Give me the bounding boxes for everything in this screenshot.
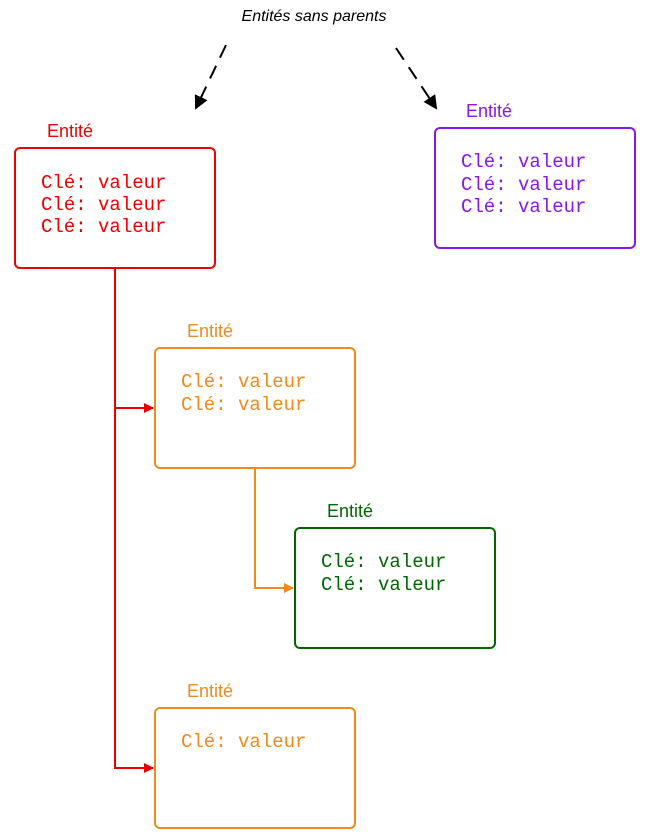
entity-child-1-line-1: Clé: valeur xyxy=(181,371,306,393)
entity-root-title: Entité xyxy=(47,121,93,141)
entity-child-1-line-2: Clé: valeur xyxy=(181,394,306,416)
entity-grandchild-box xyxy=(294,527,496,649)
entity-grandchild-line-2: Clé: valeur xyxy=(321,574,446,596)
entity-orphan-line-1: Clé: valeur xyxy=(461,151,586,173)
entity-child-2-line-1: Clé: valeur xyxy=(181,731,306,753)
entity-orphan-box xyxy=(434,127,636,249)
dashed-arrow-right xyxy=(395,47,438,110)
entity-orphan-line-3: Clé: valeur xyxy=(461,196,586,218)
entity-child-2-title: Entité xyxy=(187,681,233,701)
entity-root-box xyxy=(14,147,216,269)
entity-orphan: Entité Clé: valeur Clé: valeur Clé: vale… xyxy=(434,101,636,249)
entity-child-1-title: Entité xyxy=(187,321,233,341)
connector-root-to-child2 xyxy=(114,400,154,773)
entity-root: Entité Clé: valeur Clé: valeur Clé: vale… xyxy=(14,121,216,269)
entity-child-1: Entité Clé: valeur Clé: valeur xyxy=(154,321,356,469)
entity-grandchild: Entité Clé: valeur Clé: valeur xyxy=(294,501,496,649)
entity-grandchild-line-1: Clé: valeur xyxy=(321,551,446,573)
entity-child-2: Entité Clé: valeur xyxy=(154,681,356,829)
entity-root-line-3: Clé: valeur xyxy=(41,216,166,238)
entity-root-line-1: Clé: valeur xyxy=(41,172,166,194)
entity-orphan-line-2: Clé: valeur xyxy=(461,174,586,196)
entity-orphan-title: Entité xyxy=(466,101,512,121)
entity-child-2-box xyxy=(154,707,356,829)
entity-grandchild-title: Entité xyxy=(327,501,373,521)
connector-root-to-child1 xyxy=(114,268,154,413)
entity-child-1-box xyxy=(154,347,356,469)
dashed-arrow-left xyxy=(194,44,227,110)
connector-child1-to-grandchild xyxy=(254,468,294,593)
caption: Entités sans parents xyxy=(242,8,387,25)
entity-root-line-2: Clé: valeur xyxy=(41,194,166,216)
